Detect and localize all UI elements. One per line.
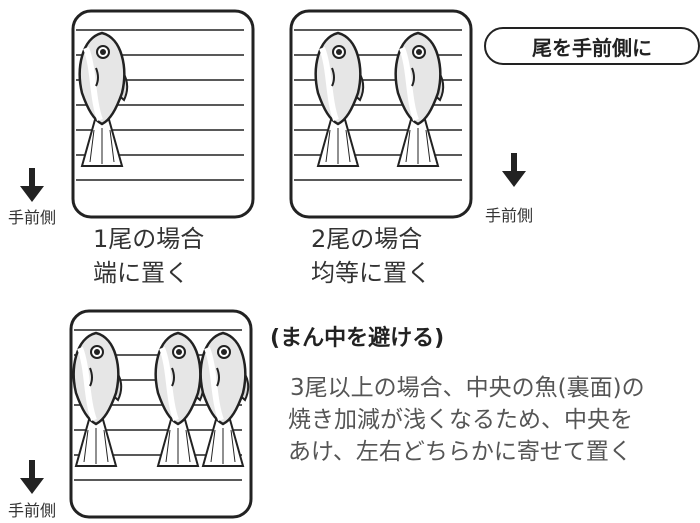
tray-three-fish xyxy=(68,308,254,520)
case-one-line1: 1尾の場合 xyxy=(93,225,205,253)
case-two-caption: 2尾の場合 均等に置く xyxy=(311,222,431,290)
description-line: あけ、左右どちらかに寄せて置く xyxy=(288,439,632,465)
case-two-line2: 均等に置く xyxy=(311,259,431,287)
description-line: 焼き加減が浅くなるため、中央を xyxy=(288,407,633,433)
case-one-line2: 端に置く xyxy=(93,259,189,287)
near-side-label-top-right: 手前側 xyxy=(485,206,534,225)
pill-text: 尾を手前側に xyxy=(532,35,652,60)
case-one-caption: 1尾の場合 端に置く xyxy=(93,222,204,290)
tail-toward-near-side-label: 尾を手前側に xyxy=(484,27,700,65)
near-side-label-top-left: 手前側 xyxy=(8,208,57,227)
down-arrow-icon xyxy=(502,153,526,187)
heading-close-paren: ) xyxy=(434,326,445,351)
heading-text: まん中を避ける xyxy=(280,326,435,351)
case-two-line1: 2尾の場合 xyxy=(311,225,423,253)
down-arrow-icon xyxy=(20,168,44,202)
description-line: 3尾以上の場合、中央の魚(裏面)の xyxy=(290,375,645,401)
near-side-label-bottom: 手前側 xyxy=(8,501,57,520)
avoid-center-heading: (まん中を避ける) xyxy=(270,320,444,352)
tray-two-fish xyxy=(288,8,474,220)
down-arrow-icon xyxy=(20,460,44,494)
heading-open-paren: ( xyxy=(270,326,281,351)
tray-one-fish xyxy=(70,8,256,220)
avoid-center-description: 3尾以上の場合、中央の魚(裏面)の 焼き加減が浅くなるため、中央を あけ、左右ど… xyxy=(288,372,645,468)
